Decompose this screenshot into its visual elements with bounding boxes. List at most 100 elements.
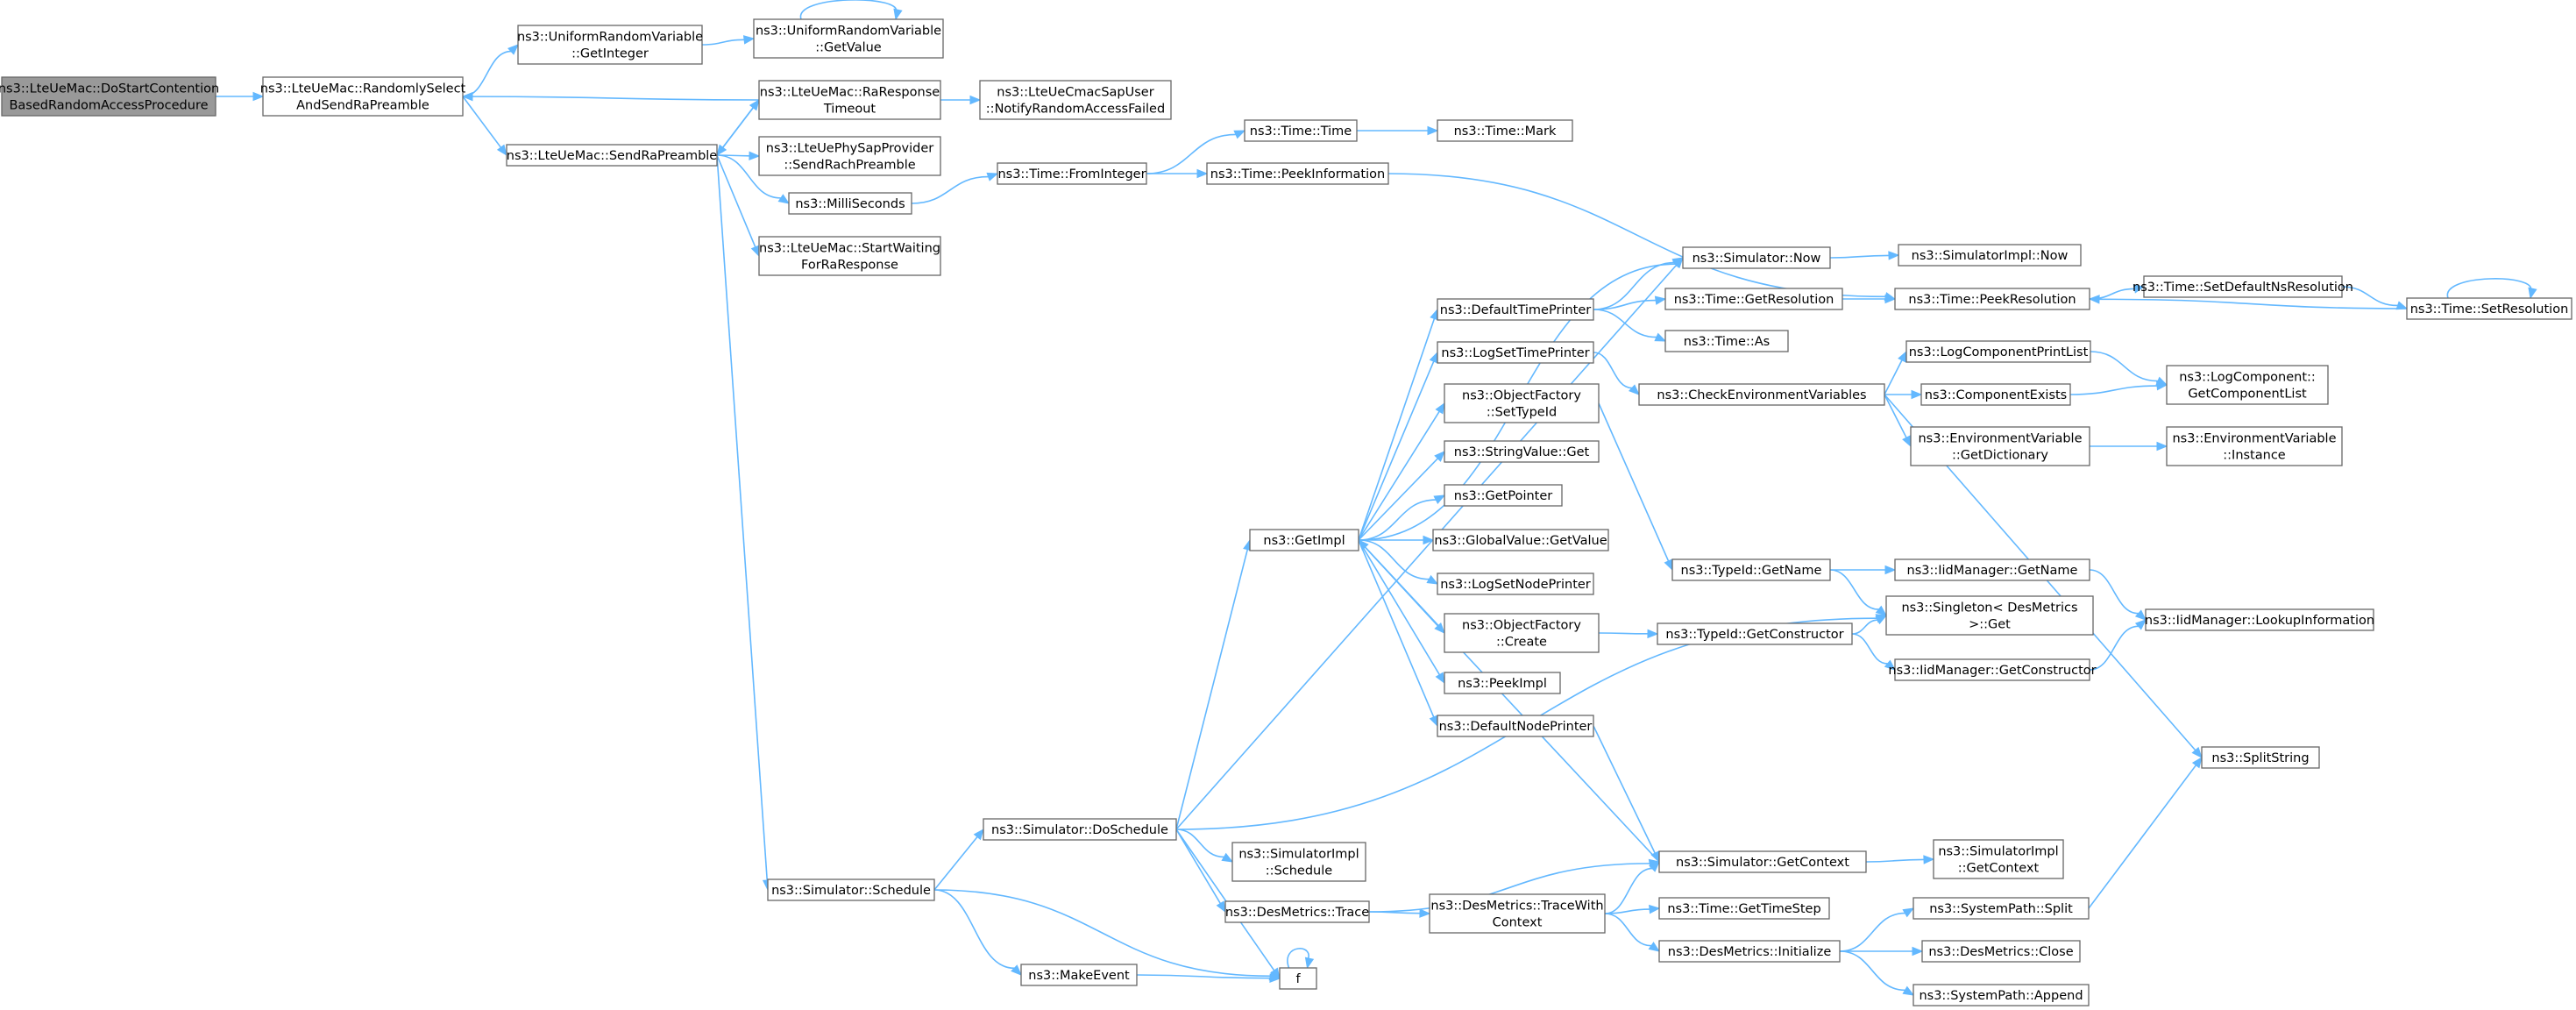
edge-line [716, 154, 781, 199]
graph-node[interactable]: ns3::TypeId::GetConstructor [1657, 622, 1853, 645]
graph-node[interactable]: ns3::Singleton< DesMetrics >::Get [1885, 595, 2094, 636]
node-box [2166, 365, 2329, 405]
graph-node[interactable]: ns3::LogComponent::GetComponentList [2166, 365, 2329, 405]
edge-line [1175, 829, 1224, 858]
graph-node[interactable]: ns3::ObjectFactory::Create [1444, 613, 1600, 653]
graph-node[interactable]: ns3::PeekImpl [1444, 672, 1561, 694]
graph-node[interactable]: ns3::Time::FromInteger [997, 162, 1147, 185]
edge-arrowhead [1654, 295, 1667, 305]
graph-edge [911, 172, 999, 204]
node-label: ns3::Time::Mark [1454, 124, 1557, 139]
edge-line [1368, 863, 1650, 913]
graph-node[interactable]: ns3::Time::As [1664, 330, 1789, 352]
graph-edge [1358, 535, 1435, 545]
graph-node[interactable]: ns3::MakeEvent [1020, 964, 1138, 986]
edge-arrowhead [1196, 168, 1209, 179]
graph-node[interactable]: ns3::ObjectFactory::SetTypeId [1444, 383, 1600, 423]
graph-edge [1840, 946, 1924, 957]
graph-node[interactable]: ns3::DesMetrics::Close [1921, 940, 2081, 963]
graph-node[interactable]: ns3::StringValue::Get [1444, 440, 1600, 463]
graph-node[interactable]: ns3::Simulator::Schedule [767, 878, 935, 901]
graph-node[interactable]: ns3::Time::Mark [1437, 119, 1573, 142]
graph-node[interactable]: ns3::GetPointer [1444, 484, 1563, 507]
graph-node[interactable]: ns3::IidManager::LookupInformation [2145, 608, 2374, 631]
graph-node[interactable]: ns3::EnvironmentVariable::GetDictionary [1910, 426, 2090, 466]
graph-node[interactable]: ns3::Simulator::Now [1682, 246, 1831, 269]
edge-arrowhead [2156, 381, 2168, 391]
graph-node[interactable]: ns3::DesMetrics::Initialize [1658, 940, 1841, 963]
graph-edge [716, 154, 791, 204]
graph-node[interactable]: ns3::LteUeMac::RandomlySelectAndSendRaPr… [260, 76, 466, 117]
graph-node[interactable]: ns3::UniformRandomVariable::GetInteger [517, 25, 703, 65]
graph-node[interactable]: ns3::LteUePhySapProvider::SendRachPreamb… [758, 136, 941, 176]
graph-node[interactable]: ns3::Simulator::DoSchedule [983, 818, 1177, 841]
graph-node[interactable]: ns3::GetImpl [1249, 529, 1359, 551]
graph-node[interactable]: ns3::Time::Time [1244, 119, 1358, 142]
graph-node[interactable]: ns3::Time::GetTimeStep [1658, 897, 1830, 920]
edge-line [1598, 632, 1649, 635]
graph-edge [1593, 295, 1667, 310]
graph-edge [933, 889, 1022, 976]
graph-node[interactable]: ns3::LogSetNodePrinter [1437, 573, 1594, 595]
graph-node[interactable]: ns3::DefaultNodePrinter [1437, 715, 1594, 737]
graph-node[interactable]: ns3::TypeId::GetName [1671, 558, 1831, 581]
edge-arrowhead [1923, 855, 1935, 864]
node-label: ns3::Time::SetDefaultNsResolution [2132, 281, 2353, 295]
graph-node[interactable]: ns3::GlobalValue::GetValue [1432, 529, 1609, 551]
graph-node[interactable]: ns3::LteUeMac::DoStartContentionBasedRan… [0, 76, 219, 117]
graph-node[interactable]: ns3::DefaultTimePrinter [1437, 298, 1594, 321]
graph-node[interactable]: ns3::ComponentExists [1920, 383, 2071, 406]
graph-node[interactable]: ns3::EnvironmentVariable::Instance [2166, 426, 2343, 466]
graph-node[interactable]: ns3::SimulatorImpl::Now [1898, 244, 2082, 267]
graph-node[interactable]: ns3::CheckEnvironmentVariables [1638, 383, 1885, 406]
graph-node[interactable]: ns3::Simulator::GetContext [1658, 850, 1867, 873]
graph-node[interactable]: ns3::SystemPath::Append [1912, 984, 2090, 1006]
graph-edge [1829, 565, 1897, 575]
node-box [758, 80, 941, 120]
node-label: ns3::DefaultTimePrinter [1440, 303, 1591, 317]
node-box [983, 818, 1177, 841]
node-label: ns3::LteUeMac::SendRaPreamble [507, 149, 718, 163]
node-box [1231, 842, 1366, 882]
edge-arrowhead [1898, 350, 1907, 363]
node-box [758, 136, 941, 176]
graph-node[interactable]: ns3::UniformRandomVariable::GetValue [753, 18, 944, 59]
graph-node[interactable]: ns3::LogComponentPrintList [1905, 340, 2091, 363]
graph-node[interactable]: ns3::IidManager::GetConstructor [1888, 658, 2097, 681]
node-label: ns3::SystemPath::Split [1929, 902, 2073, 916]
graph-node[interactable]: ns3::LteUeCmacSapUser::NotifyRandomAcces… [979, 80, 1172, 120]
node-label: ns3::UniformRandomVariable [756, 25, 941, 39]
graph-node[interactable]: ns3::SimulatorImpl::GetContext [1933, 839, 2064, 879]
node-box [1444, 440, 1600, 463]
edge-arrowhead [1434, 451, 1445, 462]
graph-node[interactable]: ns3::Time::PeekInformation [1206, 162, 1389, 185]
edge-arrowhead [1647, 629, 1659, 639]
edge-arrowhead [252, 91, 265, 102]
graph-node[interactable]: f [1279, 967, 1317, 990]
graph-node[interactable]: ns3::MilliSeconds [788, 192, 912, 215]
graph-node[interactable]: ns3::DesMetrics::Trace [1224, 900, 1370, 923]
edge-line [1358, 360, 1435, 541]
node-label: ns3::EnvironmentVariable [2172, 432, 2336, 446]
graph-node[interactable]: ns3::Time::SetDefaultNsResolution [2132, 275, 2353, 298]
edge-arrowhead [2156, 441, 2168, 452]
graph-edge [701, 35, 756, 46]
node-label: ns3::Simulator::GetContext [1676, 856, 1849, 870]
graph-node[interactable]: ns3::LogSetTimePrinter [1437, 341, 1594, 364]
graph-node[interactable]: ns3::SimulatorImpl::Schedule [1231, 842, 1366, 882]
graph-node[interactable]: ns3::Time::PeekResolution [1894, 288, 2090, 310]
graph-node[interactable]: ns3::Time::GetResolution [1664, 288, 1843, 310]
graph-node[interactable]: ns3::IidManager::GetName [1894, 558, 2090, 581]
graph-edge [716, 99, 760, 157]
graph-node[interactable]: ns3::LteUeMac::SendRaPreamble [506, 144, 718, 167]
graph-node[interactable]: ns3::SystemPath::Split [1912, 897, 2090, 920]
edge-arrowhead [1423, 535, 1435, 545]
edge-arrowhead [1654, 332, 1667, 342]
graph-node[interactable]: ns3::SplitString [2201, 746, 2320, 769]
graph-node[interactable]: ns3::Time::SetResolution [2406, 297, 2572, 320]
graph-edge [1839, 907, 1915, 952]
